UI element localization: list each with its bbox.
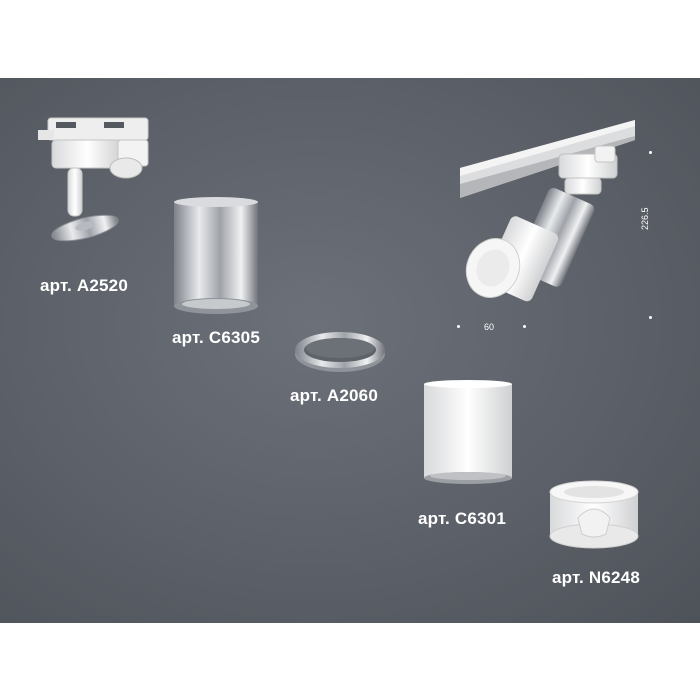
- part-label: арт. A2520: [40, 276, 128, 295]
- dimension-marker: [649, 151, 652, 154]
- white-housing-image: [424, 380, 512, 484]
- track-adapter-image: [38, 117, 149, 242]
- part-label: арт. A2060: [290, 386, 378, 405]
- chrome-ring-image: [295, 332, 385, 372]
- lens-module-image: [549, 480, 639, 549]
- width-dimension: 60: [484, 322, 495, 332]
- dimension-marker: [523, 325, 526, 328]
- part-label: арт. N6248: [552, 568, 640, 587]
- assembled-fixture-image: [460, 120, 635, 302]
- dimension-marker: [649, 316, 652, 319]
- chrome-housing-image: [174, 197, 258, 314]
- height-dimension: 226.5: [640, 207, 650, 230]
- part-label: арт. C6305: [172, 328, 260, 347]
- part-label: арт. C6301: [418, 509, 506, 528]
- dimension-marker: [457, 325, 460, 328]
